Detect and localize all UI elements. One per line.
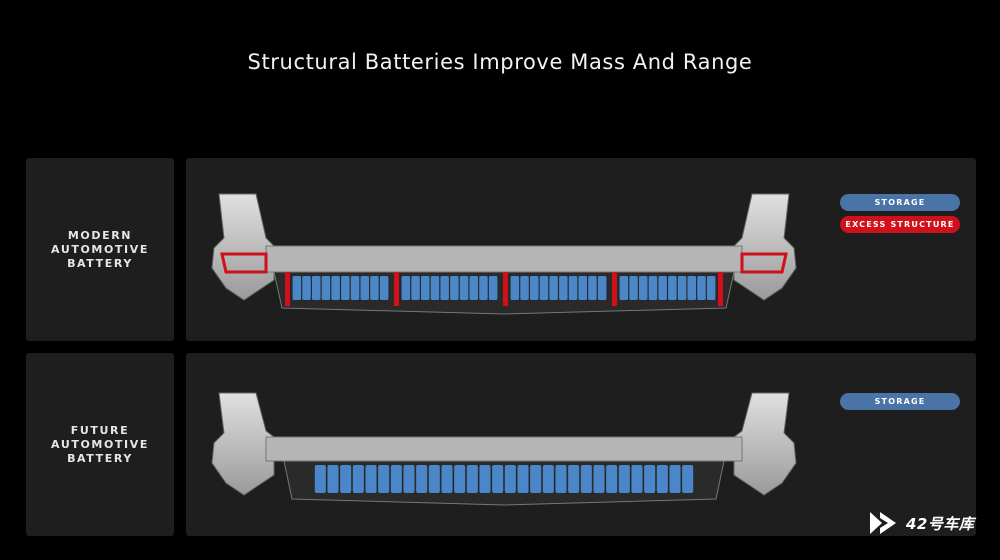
battery-cell [479,465,491,493]
battery-cell [568,465,580,493]
battery-cell [401,276,411,300]
battery-cell [631,465,643,493]
battery-cell [697,276,706,300]
battery-cell [520,276,529,300]
battery-cell [450,276,459,300]
battery-cell [549,276,558,300]
diagram-panel-future: STORAGE [186,353,976,536]
battery-cell [312,276,321,300]
battery-cell [580,465,592,493]
battery-cell [441,465,453,493]
battery-cell [578,276,587,300]
excess-structure-divider [503,272,508,306]
battery-cell [542,465,554,493]
battery-cell [421,276,430,300]
battery-cell [454,465,466,493]
battery-cell [352,465,364,493]
battery-cell [648,276,658,300]
battery-cell [658,276,667,300]
battery-cell [469,276,478,300]
battery-cell [687,276,696,300]
battery-cell [629,276,638,300]
battery-cell [644,465,656,493]
battery-cell [459,276,469,300]
battery-cell [539,276,549,300]
battery-cell [568,276,578,300]
battery-cell [292,276,302,300]
battery-cell [517,465,529,493]
battery-cell [378,465,390,493]
battery-cell [530,276,539,300]
label-panel-modern: MODERN AUTOMOTIVE BATTERY [26,158,174,341]
future-battery-diagram [211,392,797,506]
battery-cell [555,465,567,493]
label-modern-battery: MODERN AUTOMOTIVE BATTERY [51,228,149,270]
battery-cell [341,276,350,300]
right-sill [733,392,797,496]
floor-plate [265,245,743,273]
battery-cell [379,276,389,300]
battery-cell [331,276,340,300]
battery-cell [597,276,607,300]
excess-structure-divider [612,272,617,306]
label-future-battery: FUTURE AUTOMOTIVE BATTERY [51,423,149,465]
excess-structure-right [740,252,788,274]
excess-structure-divider [718,272,723,306]
excess-structure-divider [285,272,290,306]
left-sill [211,193,275,301]
legend-excess-structure: EXCESS STRUCTURE [840,216,960,233]
page-title: Structural Batteries Improve Mass And Ra… [247,50,753,74]
battery-cell [619,276,629,300]
battery-cell [669,465,681,493]
battery-cell [677,276,687,300]
label-panel-future: FUTURE AUTOMOTIVE BATTERY [26,353,174,536]
legend-storage: STORAGE [840,393,960,410]
modern-battery-diagram [211,193,797,315]
battery-cell [411,276,420,300]
excess-structure-divider [394,272,399,306]
battery-cell [428,465,440,493]
battery-cell [504,465,516,493]
battery-cell [706,276,716,300]
battery-cell [606,465,618,493]
battery-cell [682,465,694,493]
battery-cell [340,465,352,493]
battery-cell [668,276,677,300]
battery-cell [656,465,668,493]
battery-cell [321,276,331,300]
battery-cell [416,465,428,493]
legend-storage: STORAGE [840,194,960,211]
battery-cell [492,465,504,493]
play-logo-icon [870,512,896,534]
left-sill [211,392,275,496]
battery-cell [327,465,339,493]
battery-cell [403,465,415,493]
diagram-panel-modern: STORAGE EXCESS STRUCTURE [186,158,976,341]
battery-cell [588,276,597,300]
watermark: 42号车库 [868,510,974,536]
battery-cell [466,465,478,493]
battery-cell [593,465,605,493]
battery-cell [430,276,440,300]
battery-cell [365,465,377,493]
battery-cell [488,276,498,300]
battery-cell [314,465,326,493]
battery-cell [479,276,488,300]
battery-cell [530,465,542,493]
excess-structure-left [220,252,268,274]
battery-cell [370,276,379,300]
battery-cell [390,465,402,493]
battery-cell [350,276,360,300]
battery-cell [639,276,648,300]
watermark-text: 42号车库 [906,514,975,533]
floor-plate [265,436,743,462]
right-sill [733,193,797,301]
battery-cell [360,276,369,300]
battery-cell [618,465,630,493]
battery-cell [440,276,449,300]
battery-cell [510,276,520,300]
battery-cell [559,276,568,300]
battery-cell [302,276,311,300]
